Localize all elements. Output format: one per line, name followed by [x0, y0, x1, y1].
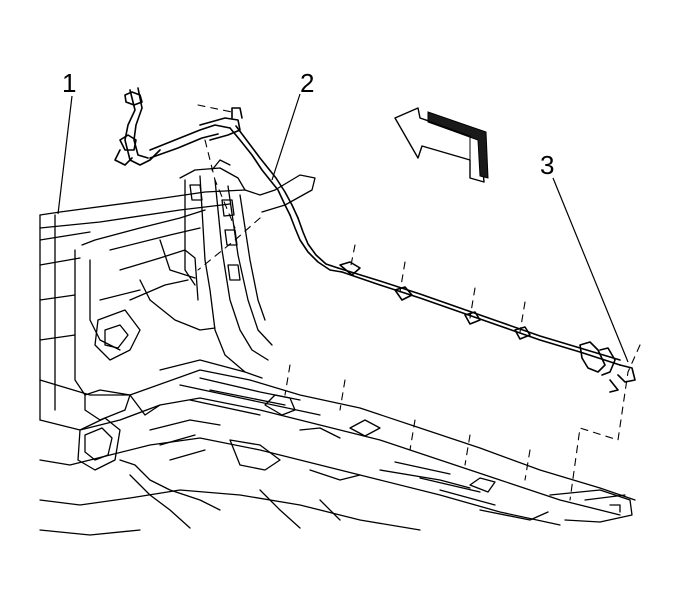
callout-2: 2 [300, 68, 315, 98]
callout-3: 3 [540, 150, 555, 180]
floor-pan [39, 359, 636, 536]
callout-leaders [57, 93, 629, 363]
body-pillar [179, 159, 316, 379]
callout-3-leader [552, 177, 629, 363]
attachment-guides [197, 104, 641, 501]
wiring-harness [114, 87, 636, 393]
callout-1-leader [57, 95, 73, 215]
callout-1: 1 [62, 68, 77, 98]
forward-direction-arrow-icon [394, 107, 489, 183]
body-side-panel [39, 189, 246, 421]
callout-2-leader [271, 93, 301, 181]
